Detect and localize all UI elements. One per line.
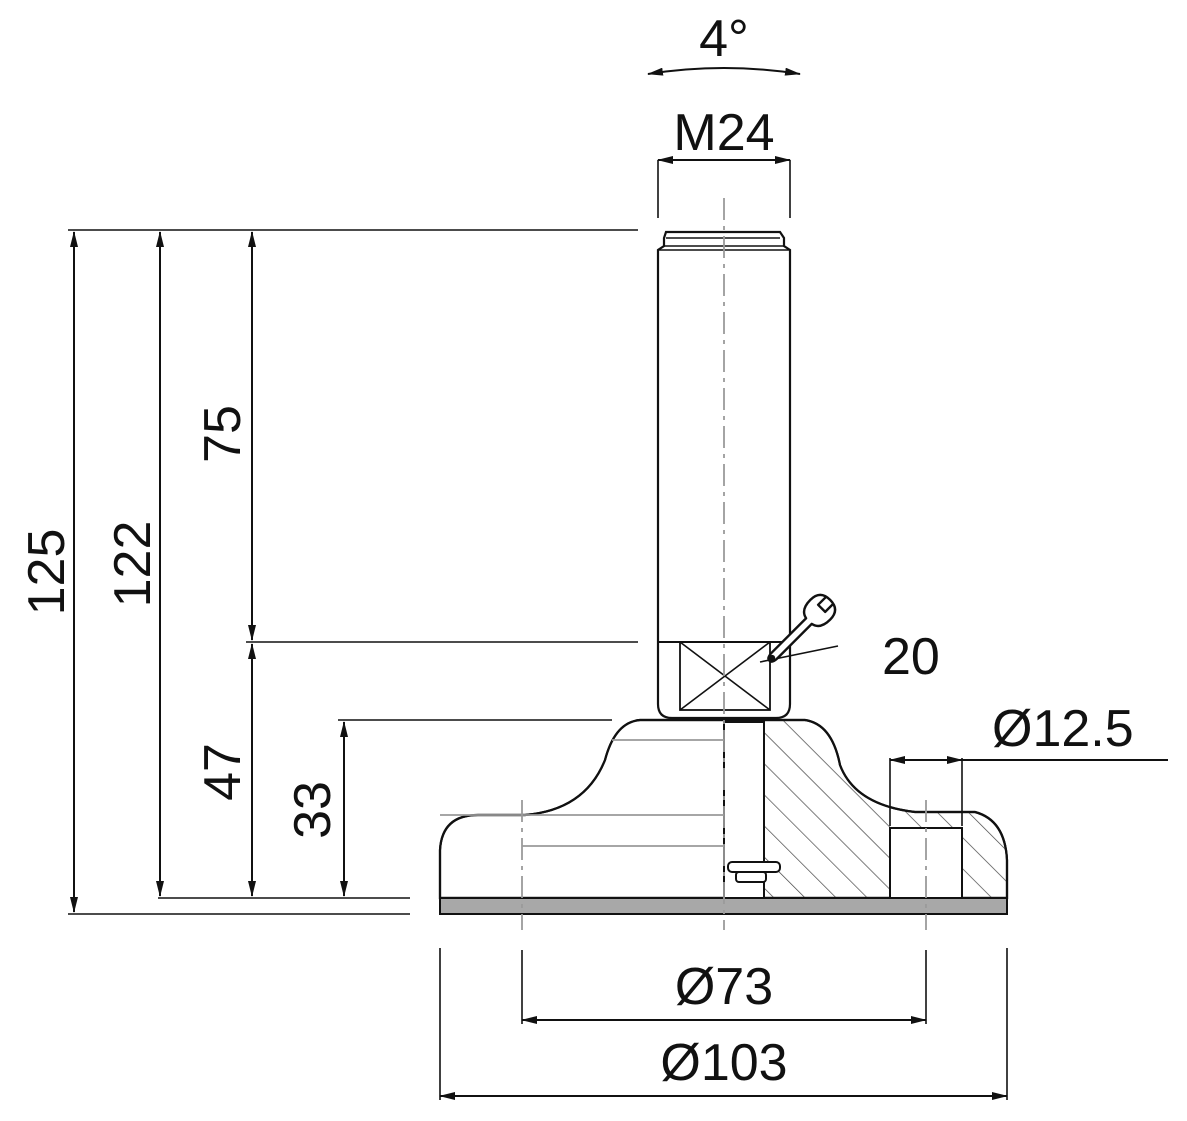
wrench-size-label: 20 — [882, 628, 940, 686]
hole-diameter-label: Ø12.5 — [992, 700, 1134, 758]
dim-47-label: 47 — [194, 743, 252, 801]
dim-75-label: 75 — [194, 405, 252, 463]
leveling-foot — [438, 198, 1009, 930]
hole-circle-label: Ø73 — [675, 958, 773, 1016]
wrench-flat — [679, 641, 771, 711]
wrench-icon — [767, 593, 837, 663]
dimensions: 4° M24 125 122 75 47 33 20 — [18, 10, 1168, 1100]
dim-125-label: 125 — [18, 529, 76, 616]
dim-122-label: 122 — [104, 521, 162, 608]
dim-33-label: 33 — [284, 781, 342, 839]
angle-label: 4° — [699, 10, 749, 68]
base-diameter-label: Ø103 — [660, 1034, 787, 1092]
thread-label: M24 — [673, 104, 774, 162]
angle-arc — [647, 67, 801, 76]
